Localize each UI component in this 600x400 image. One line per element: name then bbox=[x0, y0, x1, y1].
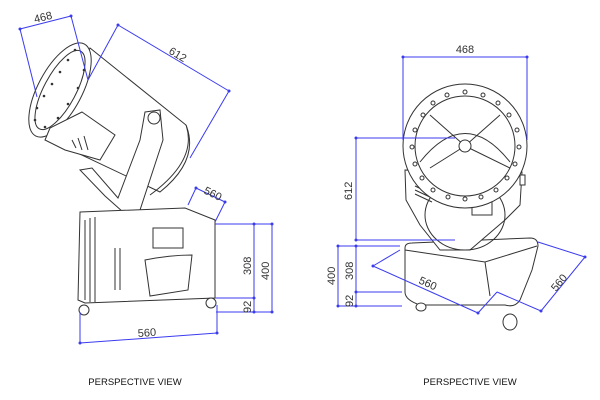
left-dim-total-height: 400 bbox=[260, 262, 272, 280]
right-dim-lamp-length: 612 bbox=[343, 182, 355, 200]
left-dimension-lines bbox=[18, 14, 274, 345]
left-dim-lamp-diameter: 468 bbox=[33, 10, 54, 26]
right-perspective-view: 468 612 400 308 92 560 560 PERSPECTIVE V… bbox=[326, 44, 587, 388]
left-view-caption: PERSPECTIVE VIEW bbox=[88, 377, 181, 388]
right-lamp-drawing bbox=[402, 83, 539, 331]
right-dim-wheel-height: 92 bbox=[344, 295, 356, 307]
right-rim-bolts bbox=[409, 89, 522, 202]
left-dim-lamp-length: 612 bbox=[166, 45, 188, 65]
left-dim-base-depth: 560 bbox=[202, 185, 224, 204]
right-dim-base-height: 308 bbox=[344, 262, 356, 280]
left-dim-wheel-height: 92 bbox=[242, 301, 254, 313]
left-rim-bolts bbox=[33, 48, 86, 129]
right-dimension-lines bbox=[336, 55, 587, 315]
left-dim-base-width: 560 bbox=[137, 327, 156, 340]
left-lamp-drawing bbox=[28, 42, 217, 316]
right-dim-base-depth: 560 bbox=[549, 272, 570, 294]
left-dim-base-height: 308 bbox=[242, 257, 254, 275]
right-dim-total-height: 400 bbox=[326, 267, 338, 285]
right-view-caption: PERSPECTIVE VIEW bbox=[423, 377, 516, 388]
right-dim-lamp-diameter: 468 bbox=[456, 44, 474, 56]
left-perspective-view: 468 612 560 308 400 92 560 PERSPECTIVE V… bbox=[18, 10, 274, 388]
